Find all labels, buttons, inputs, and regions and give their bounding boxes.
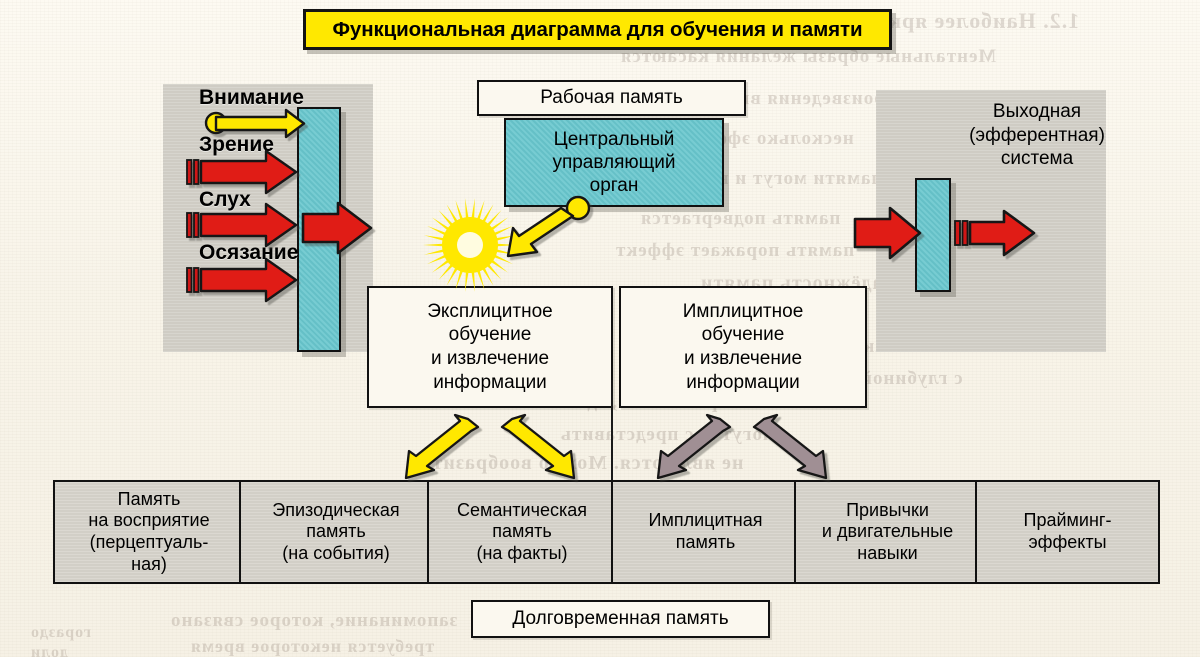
efferent-system-label: Выходная(эфферентная)система [969, 101, 1105, 170]
diagram-title-banner: Функциональная диаграмма для обучения и … [303, 9, 892, 50]
input-label-attention: Внимание [199, 86, 304, 109]
long-term-memory-caption: Долговременная память [512, 608, 729, 629]
ltm-cell-label: Прайминг-эффекты [1023, 510, 1112, 552]
working-memory-label: Рабочая память [540, 87, 683, 108]
working-memory-label-box: Рабочая память [477, 80, 746, 116]
page-title: Функциональная диаграмма для обучения и … [332, 17, 863, 41]
efferent-gate-bar [915, 178, 951, 292]
ltm-cell-priming: Прайминг-эффекты [975, 480, 1160, 584]
long-term-memory-caption-box: Долговременная память [471, 600, 770, 638]
